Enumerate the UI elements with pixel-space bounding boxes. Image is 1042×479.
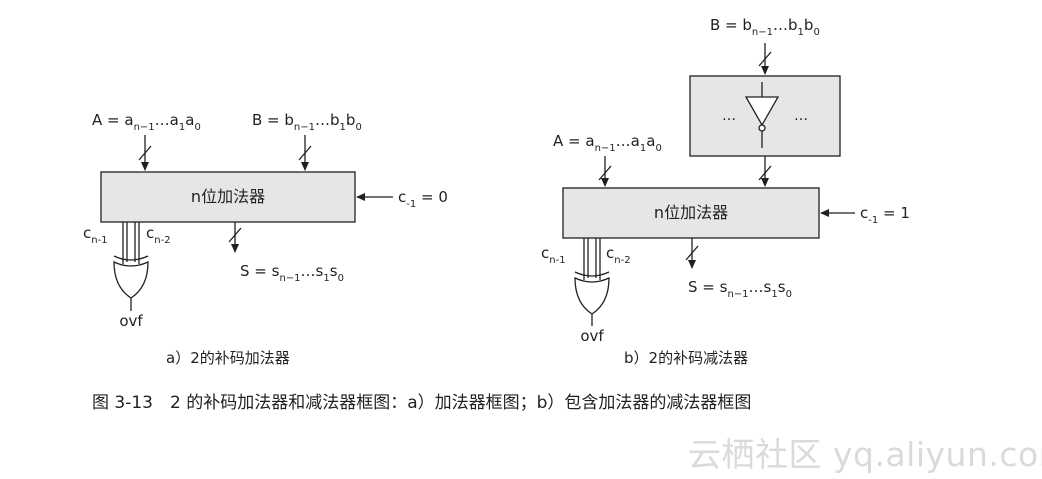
adder-carry-n2-label: cn-2 bbox=[146, 224, 171, 246]
subtractor-input-b-bus-slash bbox=[758, 51, 772, 67]
subtractor-carry-in-label: c-1 = 1 bbox=[860, 204, 910, 226]
adder-xor-gate bbox=[113, 255, 149, 299]
adder-box-label: n位加法器 bbox=[191, 187, 265, 206]
adder-ovf-label: ovf bbox=[119, 312, 143, 330]
inverter-dots-left: … bbox=[722, 108, 736, 124]
subtractor-input-a-label: A = an−1…a1a0 bbox=[553, 132, 662, 154]
adder-sum-bus-slash bbox=[228, 227, 242, 243]
subtractor-adder-box bbox=[562, 187, 820, 239]
subtractor-ovf-label: ovf bbox=[580, 327, 604, 345]
subtractor-carry-n2-label: cn-2 bbox=[606, 244, 631, 266]
adder-subcaption: a）2的补码加法器 bbox=[166, 349, 290, 367]
adder-input-a-bus-slash bbox=[138, 145, 152, 161]
adder-carry-in-label: c-1 = 0 bbox=[398, 188, 448, 210]
subtractor-inverted-b-bus-slash bbox=[758, 165, 772, 181]
figure-caption: 图 3-13 2 的补码加法器和减法器框图：a）加法器框图；b）包含加法器的减法… bbox=[92, 393, 752, 413]
subtractor-carry-n1-label: cn-1 bbox=[541, 244, 566, 266]
inverter-dots-right: … bbox=[794, 108, 808, 124]
subtractor-sum-label: S = sn−1…s1s0 bbox=[688, 278, 792, 300]
subtractor-xor-gate bbox=[574, 271, 610, 315]
adder-sum-label: S = sn−1…s1s0 bbox=[240, 262, 344, 284]
not-gate-icon bbox=[744, 82, 780, 148]
adder-input-a-label: A = an−1…a1a0 bbox=[92, 111, 201, 133]
subtractor-input-a-bus-slash bbox=[598, 165, 612, 181]
adder-input-b-label: B = bn−1…b1b0 bbox=[252, 111, 362, 133]
watermark: 云栖社区 yq.aliyun.com bbox=[688, 435, 1042, 474]
subtractor-input-b-label: B = bn−1…b1b0 bbox=[710, 16, 820, 38]
subtractor-sum-bus-slash bbox=[685, 245, 699, 261]
subtractor-adder-box-label: n位加法器 bbox=[654, 203, 728, 222]
subtractor-diagram: B = bn−1…b1b0 … … A = an−1…a1a0 n位加法器 c-… bbox=[541, 16, 910, 367]
adder-input-b-bus-slash bbox=[298, 145, 312, 161]
subtractor-subcaption: b）2的补码减法器 bbox=[624, 349, 748, 367]
adder-carry-n1-label: cn-1 bbox=[83, 224, 108, 246]
adder-diagram: A = an−1…a1a0 B = bn−1…b1b0 n位加法器 c-1 = … bbox=[83, 111, 448, 367]
adder-box bbox=[100, 171, 356, 223]
